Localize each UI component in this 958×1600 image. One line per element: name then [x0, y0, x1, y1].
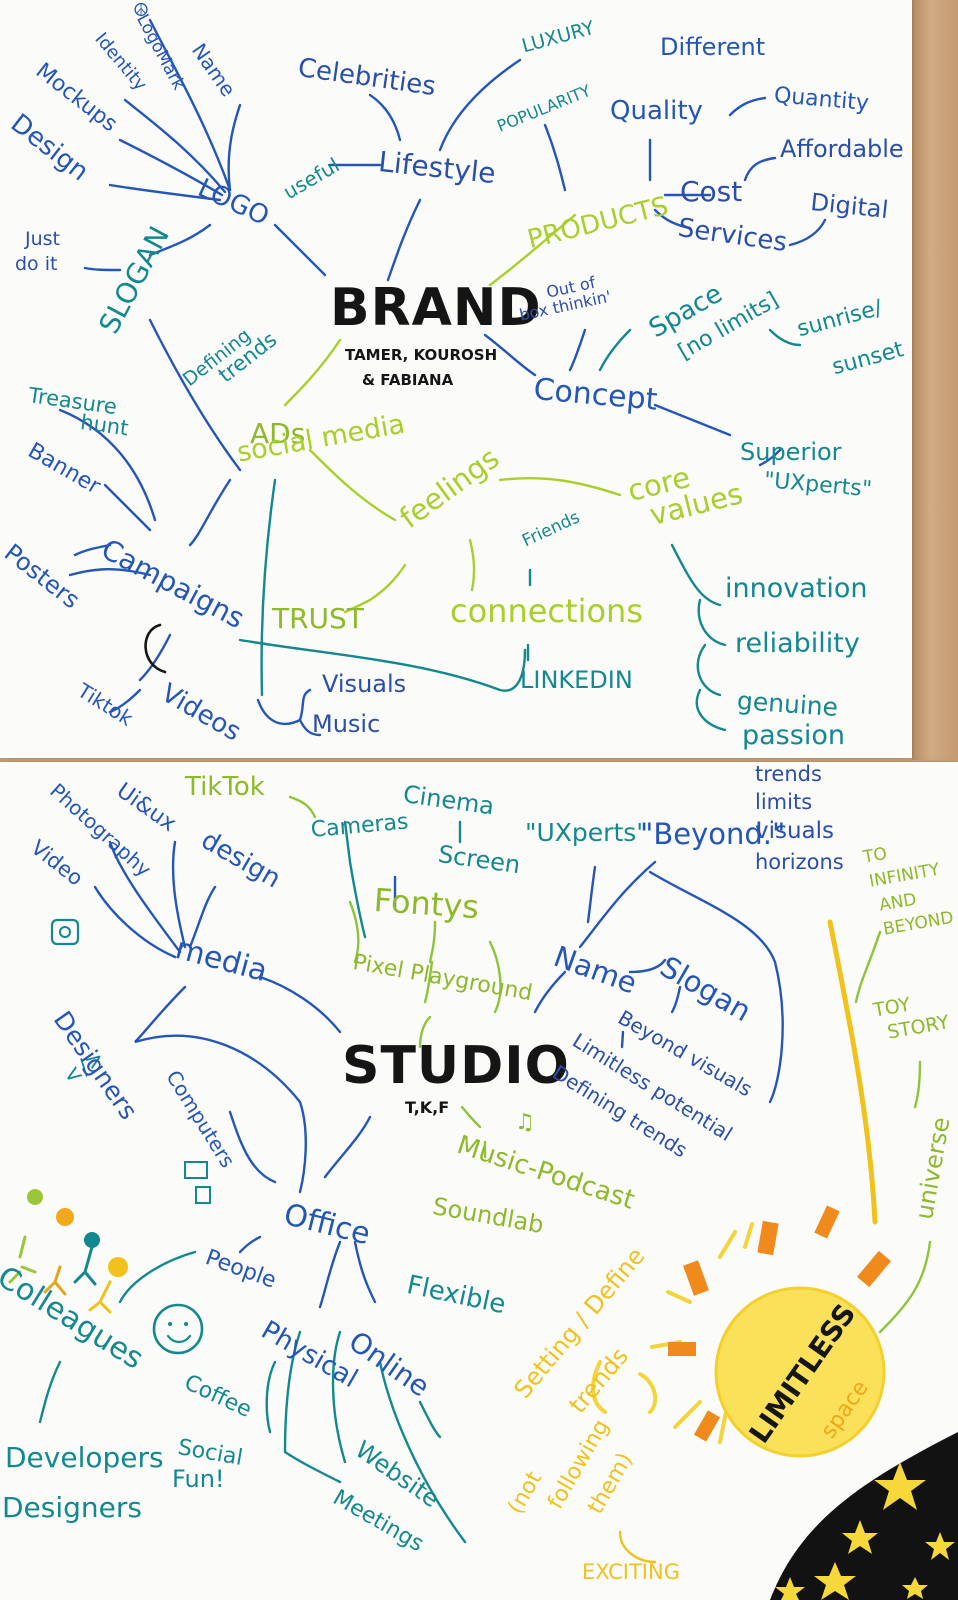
beyond-visuals: visuals [755, 818, 835, 844]
affordable-label: Affordable [780, 135, 904, 163]
brand-authors-line2: & FABIANA [362, 371, 454, 389]
exciting-label: EXCITING [582, 1560, 680, 1584]
developers-label: Developers [5, 1441, 164, 1474]
digital-label: Digital [809, 188, 890, 224]
beyond-limits: limits [755, 790, 813, 814]
studio-tiktok-label: TikTok [185, 772, 265, 802]
quality-label: Quality [610, 96, 703, 126]
studio-mindmap-sheet: </> STUDIO T,K,F TikTok Cameras Cinema S… [0, 762, 958, 1600]
music-notes-icon: ♫ [515, 1110, 535, 1135]
brand-connector-lines [58, 18, 827, 737]
sun-shape [714, 1286, 886, 1458]
brand-mindmap-sheet: BRAND TAMER, KOUROSH & FABIANA LOGO Logo… [0, 0, 912, 758]
value-genuine: genuine [736, 686, 840, 722]
fun-label: Fun! [172, 1465, 225, 1493]
fontys-label: Fontys [372, 881, 481, 927]
brand-authors-line1: TAMER, KOUROSH [345, 346, 498, 364]
trust-label: TRUST [272, 602, 364, 635]
designers-bottom-label: Designers [2, 1491, 142, 1524]
to-label: TO [861, 843, 889, 868]
brand-title: BRAND [330, 278, 542, 338]
studio-initials: T,K,F [405, 1098, 450, 1117]
connections-node: connections [450, 592, 643, 630]
studio-connector-lines [8, 795, 958, 1600]
ads-label: ADs [250, 417, 306, 450]
linkedin-label: LINKEDIN [520, 666, 633, 694]
music-label: Music [312, 710, 381, 738]
wooden-wall [912, 0, 958, 760]
value-passion: passion [742, 720, 845, 751]
visuals-label: Visuals [322, 670, 407, 698]
logomark-icon: ☮ [133, 0, 150, 21]
beyond-trends: trends [755, 762, 822, 786]
different-label: Different [660, 33, 766, 61]
value-innovation: innovation [725, 573, 868, 604]
cost-label: Cost [680, 175, 743, 208]
value-reliability: reliability [735, 628, 860, 659]
just-label: Just [25, 228, 60, 250]
studio-title: STUDIO [342, 1036, 570, 1096]
beyond-horizons: horizons [755, 850, 844, 874]
superior-label: Superior [740, 438, 842, 466]
do-it-label: do it [15, 253, 58, 275]
studio-uxperts-label: "UXperts" [525, 818, 648, 847]
beyond-label: "Beyond." [640, 817, 786, 851]
